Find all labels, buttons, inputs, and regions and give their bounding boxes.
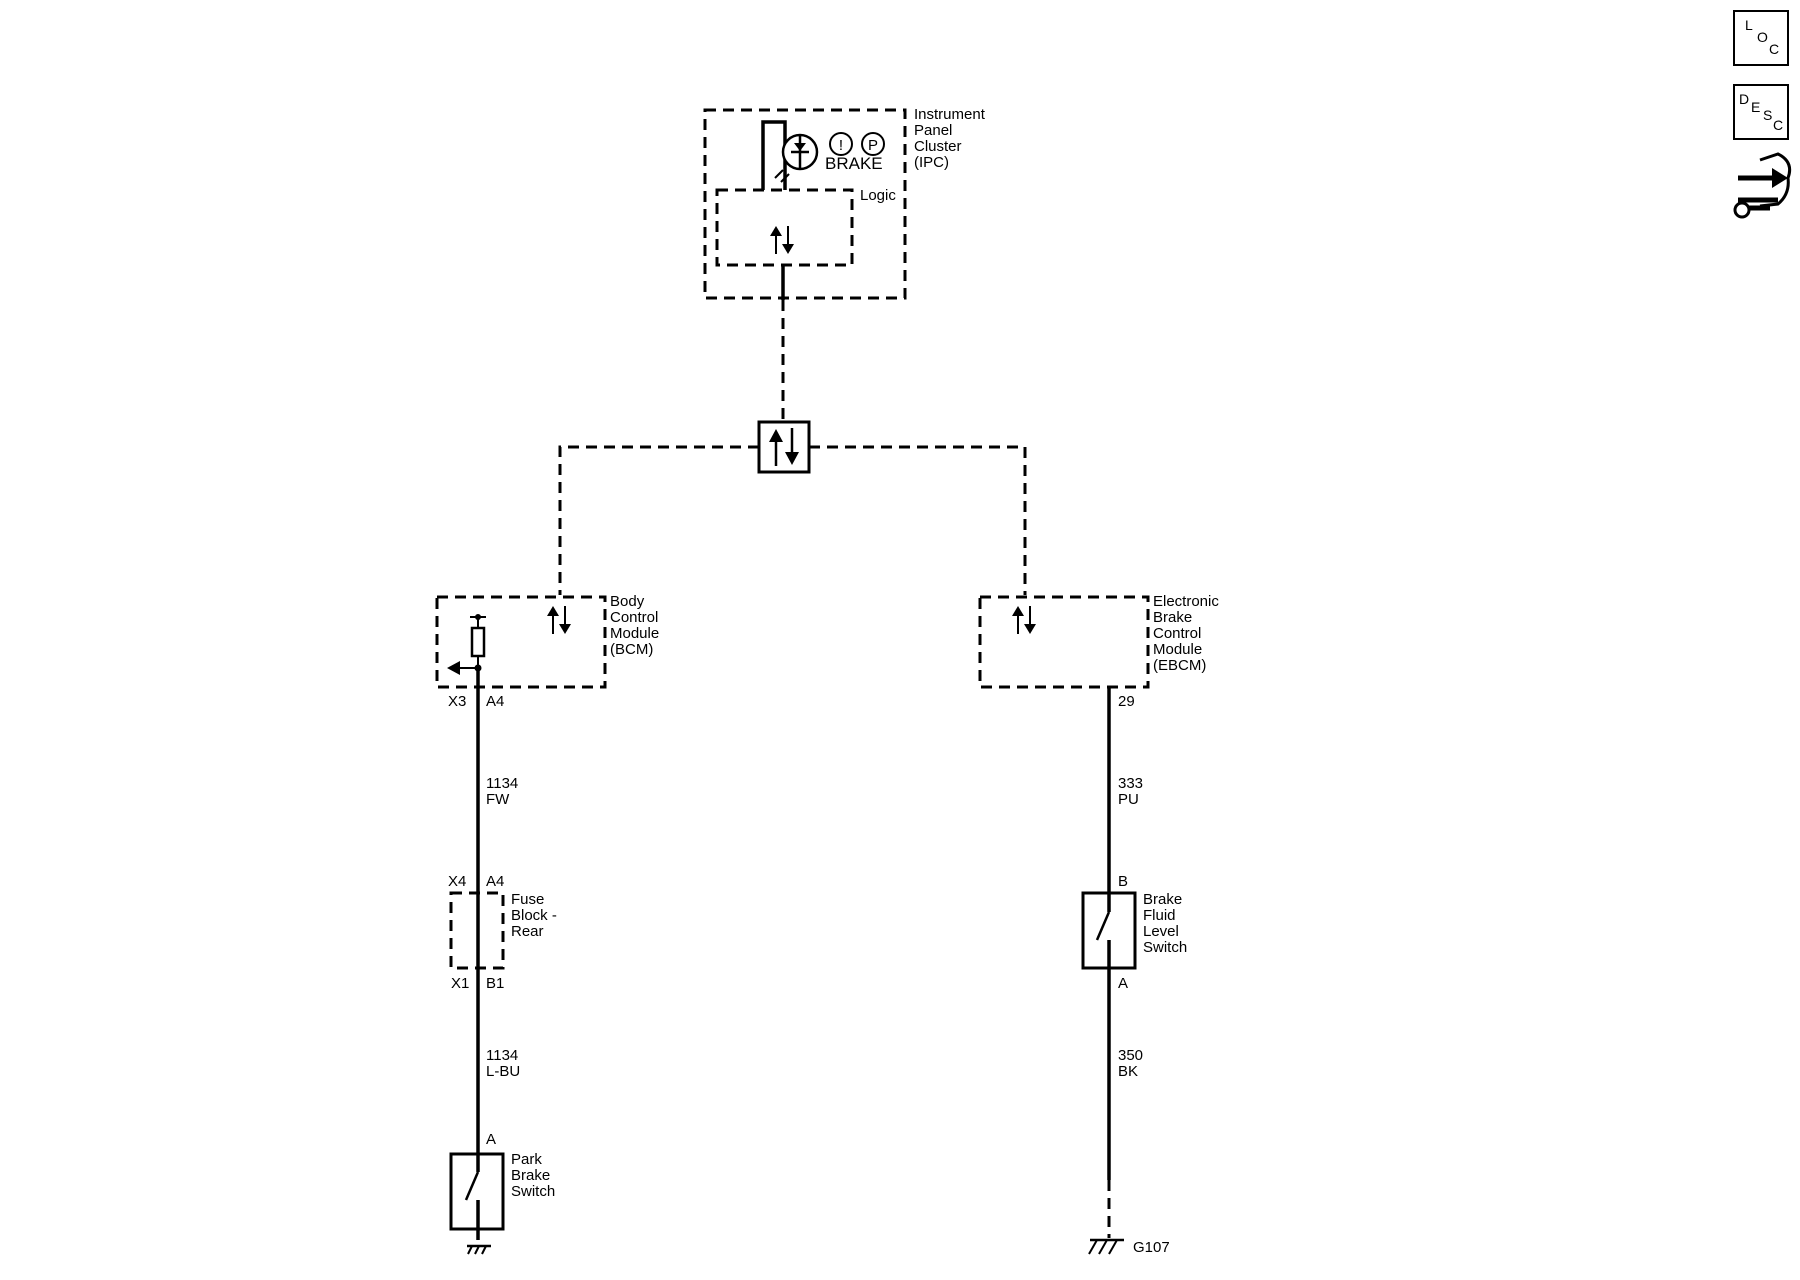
exclamation-label: !: [839, 137, 843, 154]
ipc-outline: [703, 108, 907, 300]
warning-symbol-icon: !: [829, 132, 853, 156]
brake-fluid-switch-name-1: Brake: [1143, 891, 1182, 908]
park-letter-label: P: [868, 137, 878, 154]
wire-4-color: BK: [1118, 1063, 1138, 1080]
ground-g107-icon: [1088, 1238, 1124, 1255]
brake-fluid-level-switch: B Brake Fluid Level Switch A: [1081, 873, 1187, 992]
bcm-name-line-2: Control: [610, 609, 658, 626]
ebcm-name-line-3: Control: [1153, 625, 1201, 642]
bcm-pin-label: A4: [486, 693, 504, 710]
loc-letter-o: O: [1757, 29, 1768, 45]
fuse-block-top-pin: A4: [486, 873, 504, 890]
wire-3-circuit: 333: [1118, 775, 1143, 792]
ipc-name-line-1: Instrument: [914, 106, 986, 123]
brake-fluid-switch-name-3: Level: [1143, 923, 1179, 940]
park-brake-switch: A Park Brake Switch: [449, 1131, 555, 1231]
brake-fluid-switch-pin-bottom: A: [1118, 975, 1128, 992]
bcm-module: Body Control Module (BCM) X3 A4: [435, 593, 659, 710]
brake-fluid-switch-name-4: Switch: [1143, 939, 1187, 956]
loc-letter-l: L: [1745, 17, 1753, 33]
description-view-icon[interactable]: D E S C: [1733, 84, 1789, 140]
loc-letter-c: C: [1769, 41, 1780, 57]
fuse-block-top-connector: X4: [448, 873, 466, 890]
bcm-connector-label: X3: [448, 693, 466, 710]
ipc-module: ! P BRAKE Logic Instrument Panel Cluster…: [703, 106, 986, 300]
ebcm-module: Electronic Brake Control Module (EBCM) 2…: [978, 593, 1219, 710]
fuse-block-bottom-pin: B1: [486, 975, 504, 992]
bcm-name-line-1: Body: [610, 593, 645, 610]
park-brake-switch-name-1: Park: [511, 1151, 542, 1168]
ebcm-name-line-5: (EBCM): [1153, 657, 1206, 674]
desc-letter-c: C: [1773, 117, 1784, 133]
ipc-name-line-4: (IPC): [914, 154, 949, 171]
fuse-block-name-line-2: Block -: [511, 907, 557, 924]
fuse-block-name-line-3: Rear: [511, 923, 544, 940]
bcm-outline: [435, 595, 607, 689]
ipc-bulb-wire: [761, 120, 787, 190]
wire-1-color: FW: [486, 791, 510, 808]
park-brake-switch-name-3: Switch: [511, 1183, 555, 1200]
wire-1-circuit: 1134: [486, 775, 518, 792]
fuse-block-bottom-connector: X1: [451, 975, 469, 992]
desc-letter-s: S: [1763, 107, 1773, 123]
brake-label: BRAKE: [825, 154, 883, 173]
ipc-name-line-2: Panel: [914, 122, 952, 139]
fuse-block-name-line-1: Fuse: [511, 891, 544, 908]
ebcm-serial-data-icon: [1012, 606, 1036, 634]
ipc-name-line-3: Cluster: [914, 138, 962, 155]
wire-3-color: PU: [1118, 791, 1139, 808]
ground-label: G107: [1133, 1239, 1170, 1256]
park-brake-switch-name-2: Brake: [511, 1167, 550, 1184]
fuse-block-outline: [449, 891, 505, 970]
ebcm-pin-label: 29: [1118, 693, 1135, 710]
bcm-data-line: [558, 445, 759, 595]
ebcm-name-line-2: Brake: [1153, 609, 1192, 626]
ipc-logic-label: Logic: [860, 187, 896, 204]
ebcm-data-line: [809, 445, 1027, 595]
ipc-serial-data-icon: [770, 226, 794, 254]
bcm-pullup-resistor-icon: [447, 614, 486, 675]
ebcm-outline: [978, 595, 1150, 689]
bcm-serial-data-icon: [547, 606, 571, 634]
brake-lamp-icon: [774, 133, 819, 183]
park-brake-switch-pin: A: [486, 1131, 496, 1148]
wire-2-circuit: 1134: [486, 1047, 518, 1064]
brake-fluid-switch-name-2: Fluid: [1143, 907, 1176, 924]
ebcm-name-line-1: Electronic: [1153, 593, 1219, 610]
park-brake-ground-icon: [467, 1244, 491, 1255]
service-repair-icon[interactable]: [1733, 152, 1792, 219]
park-symbol-icon: P: [861, 132, 885, 156]
ebcm-name-line-4: Module: [1153, 641, 1202, 658]
bcm-name-line-3: Module: [610, 625, 659, 642]
brake-fluid-switch-pin-top: B: [1118, 873, 1128, 890]
fuse-block-rear: X4 A4 Fuse Block - Rear X1 B1: [448, 873, 557, 992]
serial-data-splice-icon: [757, 420, 811, 474]
location-view-icon[interactable]: L O C: [1733, 10, 1789, 66]
desc-letter-e: E: [1751, 99, 1761, 115]
bcm-name-line-4: (BCM): [610, 641, 653, 658]
wire-2-color: L-BU: [486, 1063, 520, 1080]
wire-4-circuit: 350: [1118, 1047, 1143, 1064]
desc-letter-d: D: [1739, 91, 1750, 107]
ipc-logic-outline: [715, 188, 854, 267]
